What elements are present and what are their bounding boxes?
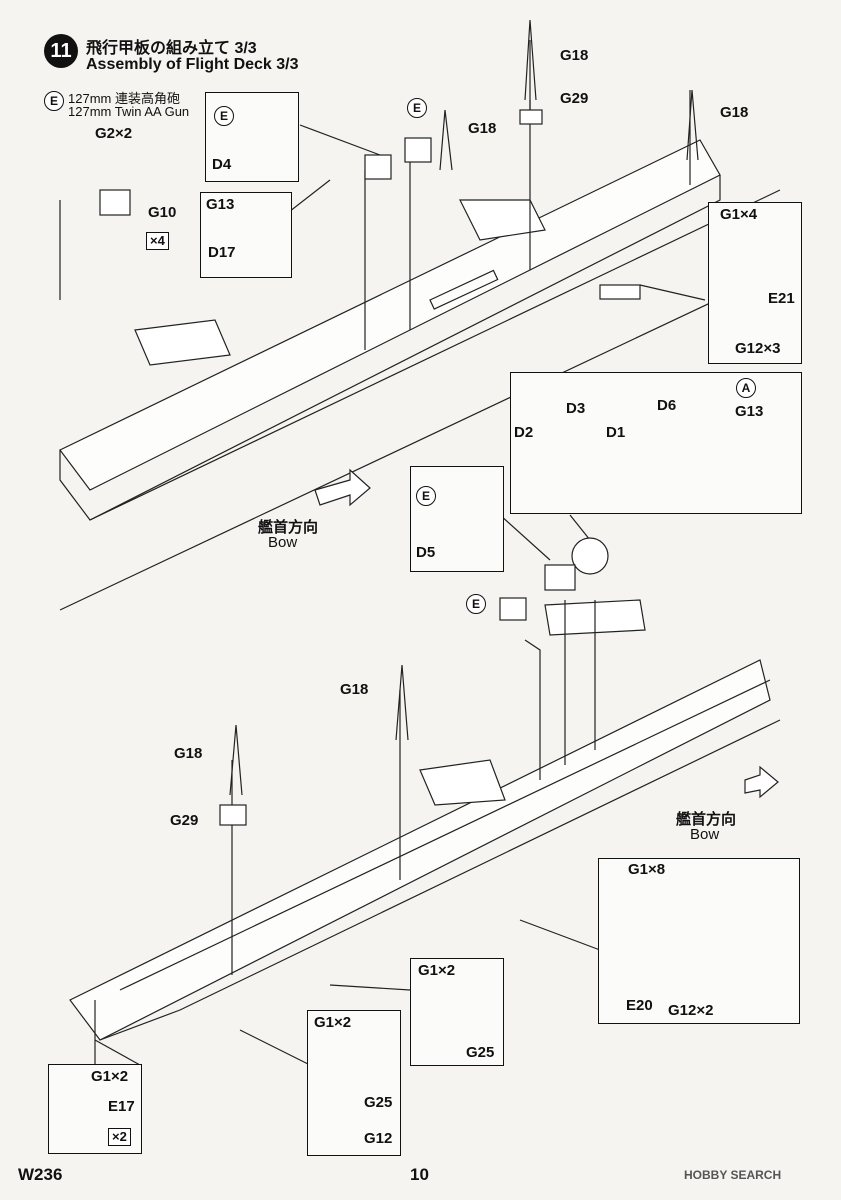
label-g13-b: G13	[735, 403, 764, 420]
label-g25-a: G25	[466, 1044, 495, 1061]
e21-detail-box	[708, 202, 802, 364]
gun-name-japanese: 127mm 連装高角砲	[68, 91, 180, 106]
title-japanese: 飛行甲板の組み立て 3/3	[86, 40, 257, 57]
letter-e-c: E	[416, 486, 436, 506]
label-d17: D17	[208, 244, 236, 261]
label-d3: D3	[566, 400, 586, 417]
label-g13-a: G13	[206, 196, 235, 213]
bow-direction-jp-1: 艦首方向	[258, 519, 319, 536]
label-g18-a: G18	[468, 120, 497, 137]
d-parts-detail-box	[510, 372, 802, 514]
label-g12-b: G12	[364, 1130, 393, 1147]
label-g1x2-b: G1×2	[314, 1014, 352, 1031]
bow-direction-en-1: Bow	[268, 534, 298, 551]
label-x2: ×2	[108, 1128, 131, 1146]
label-g18-left: G18	[174, 745, 203, 762]
label-g1x4: G1×4	[720, 206, 758, 223]
gun-part-letter: E	[44, 91, 64, 111]
d5-detail-box	[410, 466, 504, 572]
label-g10: G10	[148, 204, 177, 221]
e20-detail-box	[598, 858, 800, 1024]
label-g18-right: G18	[720, 104, 749, 121]
bow-direction-jp-2: 艦首方向	[676, 811, 737, 828]
label-g29-top: G29	[560, 90, 589, 107]
label-g12x2-r: G12×2	[668, 1002, 714, 1019]
label-g29-left: G29	[170, 812, 199, 829]
watermark: HOBBY SEARCH	[684, 1168, 782, 1182]
label-g1x2-a: G1×2	[418, 962, 456, 979]
step-number-badge: 11	[44, 34, 78, 68]
label-g25-b: G25	[364, 1094, 393, 1111]
label-g18-top: G18	[560, 47, 589, 64]
label-d1: D1	[606, 424, 626, 441]
label-x4: ×4	[146, 232, 169, 250]
label-g12x3: G12×3	[735, 340, 781, 357]
label-d6: D6	[657, 397, 677, 414]
page-number: 10	[410, 1165, 429, 1184]
letter-e-b: E	[407, 98, 427, 118]
label-d2: D2	[514, 424, 534, 441]
label-d5: D5	[416, 544, 436, 561]
letter-e-a: E	[214, 106, 234, 126]
label-g1x8: G1×8	[628, 861, 666, 878]
letter-e-d: E	[466, 594, 486, 614]
letter-a: A	[736, 378, 756, 398]
d17-detail-box	[200, 192, 292, 278]
bow-direction-en-2: Bow	[690, 826, 720, 843]
g25-a-detail-box	[410, 958, 504, 1066]
label-d4: D4	[212, 156, 232, 173]
label-g2x2: G2×2	[95, 125, 133, 142]
label-e20: E20	[626, 997, 653, 1014]
label-g1x2-c: G1×2	[91, 1068, 129, 1085]
label-e17: E17	[108, 1098, 135, 1115]
label-g18-mid: G18	[340, 681, 369, 698]
gun-name-english: 127mm Twin AA Gun	[68, 104, 190, 119]
g25-b-detail-box	[307, 1010, 401, 1156]
label-e21: E21	[768, 290, 795, 307]
product-code: W236	[18, 1165, 63, 1184]
title-english: Assembly of Flight Deck 3/3	[86, 56, 299, 73]
